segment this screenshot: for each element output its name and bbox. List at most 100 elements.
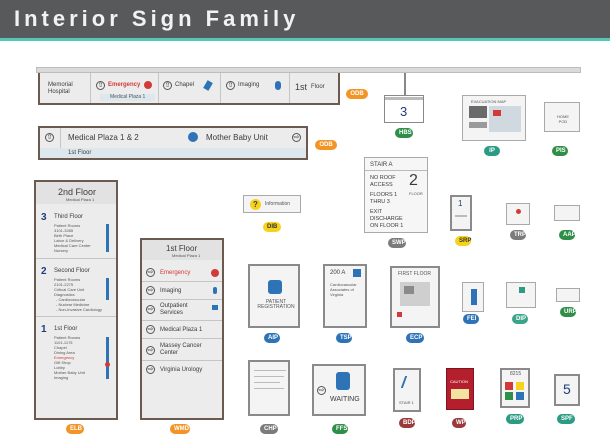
sign-code-tag: ODB bbox=[315, 140, 337, 150]
floor-2-item: - Cardiovascular bbox=[56, 297, 86, 302]
stair-door-sign: STAIR 1 bbox=[393, 368, 421, 412]
floor-3-item: Nursery bbox=[54, 248, 69, 253]
divider bbox=[142, 320, 222, 321]
arrow-icon: ⇨ bbox=[146, 325, 155, 334]
map-legend bbox=[469, 122, 487, 128]
unit-label: Mother Baby Unit bbox=[206, 133, 268, 142]
floor-label: 1st Floor bbox=[68, 150, 92, 156]
area-sign bbox=[554, 205, 580, 221]
wall-item: Virginia Urology bbox=[160, 367, 203, 373]
floor-3-item: Medical Care Center bbox=[54, 243, 91, 248]
sign-code-tag: SWP bbox=[388, 238, 406, 248]
divider bbox=[60, 128, 61, 148]
floor-2-item: 2101-2275 bbox=[54, 282, 74, 287]
suite-number-sign: 5 bbox=[554, 374, 580, 406]
floor-1-item: Emergency bbox=[54, 355, 75, 360]
wall-directory-subtitle: Medical Plaza 1 bbox=[172, 253, 201, 258]
floor-1-item: Gift Shop bbox=[54, 360, 71, 365]
floor-directory-large: 2nd Floor Medical Plaza 1 3 Third Floor … bbox=[34, 180, 118, 420]
directory-header bbox=[142, 240, 222, 260]
sign-code-tag: TRP bbox=[510, 230, 526, 240]
imaging-icon bbox=[213, 287, 217, 294]
floor-1-item: Dining Area bbox=[54, 350, 75, 355]
wall-directory: 1st Floor Medical Plaza 1 ⇨ Emergency ⇨ … bbox=[140, 238, 224, 420]
srp-number: 1 bbox=[458, 199, 463, 208]
plaza-title: Medical Plaza 1 & 2 bbox=[68, 133, 139, 142]
sign-code-tag: FEI bbox=[463, 314, 479, 324]
floor-3-item: Labor & Delivery bbox=[54, 238, 84, 243]
floor-2-item: - Non-Invasive Cardiology bbox=[56, 307, 103, 312]
evacuation-plan-sign: FIRST FLOOR bbox=[390, 266, 440, 328]
map-marker-icon bbox=[493, 110, 501, 116]
patient-room-sign: 8215 bbox=[500, 368, 530, 408]
hanging-number: 3 bbox=[400, 104, 408, 119]
floor-3-item: Patient Rooms bbox=[54, 223, 81, 228]
restroom-sign bbox=[506, 203, 530, 225]
stair-sign: STAIR A NO ROOF ACCESS FLOORS 1 THRU 3 E… bbox=[364, 157, 428, 233]
stair-floor-number: 2 bbox=[409, 172, 418, 189]
hospital-label: Memorial Hospital bbox=[48, 82, 73, 95]
floor-word: Floor bbox=[311, 84, 325, 90]
sign-code-tag: AAP bbox=[559, 230, 576, 240]
arrow-icon: ⇧ bbox=[96, 81, 105, 90]
floor-2-item: Critical Care Unit bbox=[54, 287, 85, 292]
stair-room-sign: 1 bbox=[450, 195, 472, 231]
emergency-cross-icon bbox=[211, 269, 219, 277]
floor-1-item: Lobby bbox=[54, 365, 65, 370]
floor-3-item: 3101-3285 bbox=[54, 228, 74, 233]
information-icon: ? bbox=[250, 199, 261, 210]
information-sign: ? Information bbox=[243, 195, 301, 213]
directory-header bbox=[36, 182, 116, 204]
floor-2-icons bbox=[106, 278, 109, 300]
floor-1-item: Imaging bbox=[54, 375, 69, 380]
imaging-label: Imaging bbox=[238, 82, 260, 88]
status-yellow-icon bbox=[516, 382, 524, 390]
hanging-sign: 3 bbox=[384, 95, 424, 123]
divider bbox=[90, 73, 91, 103]
caution-label: CAUTION bbox=[450, 379, 468, 384]
sign-code-tag: HBS bbox=[395, 128, 413, 138]
wall-directory-title: 1st Floor bbox=[166, 244, 198, 253]
sign-code-tag: CHP bbox=[260, 424, 278, 434]
floor-plan-block bbox=[404, 286, 414, 294]
suite-icon bbox=[353, 269, 361, 277]
divider bbox=[220, 73, 221, 103]
caution-sign: CAUTION bbox=[446, 368, 474, 410]
floor-2-number: 2 bbox=[41, 266, 47, 277]
registration-icon bbox=[268, 280, 282, 294]
chapel-label: Chapel bbox=[175, 82, 195, 88]
floor-1-icons bbox=[106, 337, 109, 379]
floor-2-item: Diagnostics bbox=[54, 292, 75, 297]
floor-3-icons bbox=[106, 224, 109, 252]
divider bbox=[142, 281, 222, 282]
emergency-label: Emergency bbox=[108, 82, 141, 88]
sign-code-tag: PRP bbox=[506, 414, 524, 424]
page-header bbox=[0, 0, 610, 40]
map-header: EVACUATION MAP bbox=[471, 99, 507, 104]
map-block-icon bbox=[469, 106, 487, 118]
restroom-icon bbox=[516, 209, 521, 214]
overhead-sign-1: Memorial Hospital ⇧ Emergency Medical Pl… bbox=[38, 73, 340, 105]
directory-title: 2nd Floor bbox=[58, 187, 97, 197]
chapel-icon bbox=[203, 80, 213, 91]
evac-floor-title: FIRST FLOOR bbox=[398, 271, 431, 277]
floor-3-item: Birth Place bbox=[54, 233, 74, 238]
sign-code-tag: URP bbox=[560, 307, 577, 317]
arrow-icon: ⇨ bbox=[146, 268, 155, 277]
home-pod-label: HOME POD bbox=[557, 114, 569, 124]
arrow-icon: ⇨ bbox=[146, 305, 155, 314]
header-accent-bar bbox=[0, 38, 610, 41]
sign-code-tag: ODB bbox=[346, 89, 368, 99]
sign-code-tag: FFS bbox=[332, 424, 348, 434]
sign-code-tag: WP bbox=[452, 418, 466, 428]
waiting-sign: ⇨ WAITING bbox=[312, 364, 366, 416]
floor-1-label: 1st Floor bbox=[54, 326, 78, 332]
floor-3-label: Third Floor bbox=[54, 214, 84, 220]
status-red-icon bbox=[505, 382, 513, 390]
floor-2-label: Second Floor bbox=[54, 268, 90, 274]
arrow-icon: ⇨ bbox=[317, 386, 326, 395]
arrow-right-icon: ⇨ bbox=[292, 133, 301, 142]
imaging-icon bbox=[275, 81, 281, 90]
floor-1-item: Patient Rooms bbox=[54, 335, 81, 340]
divider bbox=[36, 258, 116, 259]
